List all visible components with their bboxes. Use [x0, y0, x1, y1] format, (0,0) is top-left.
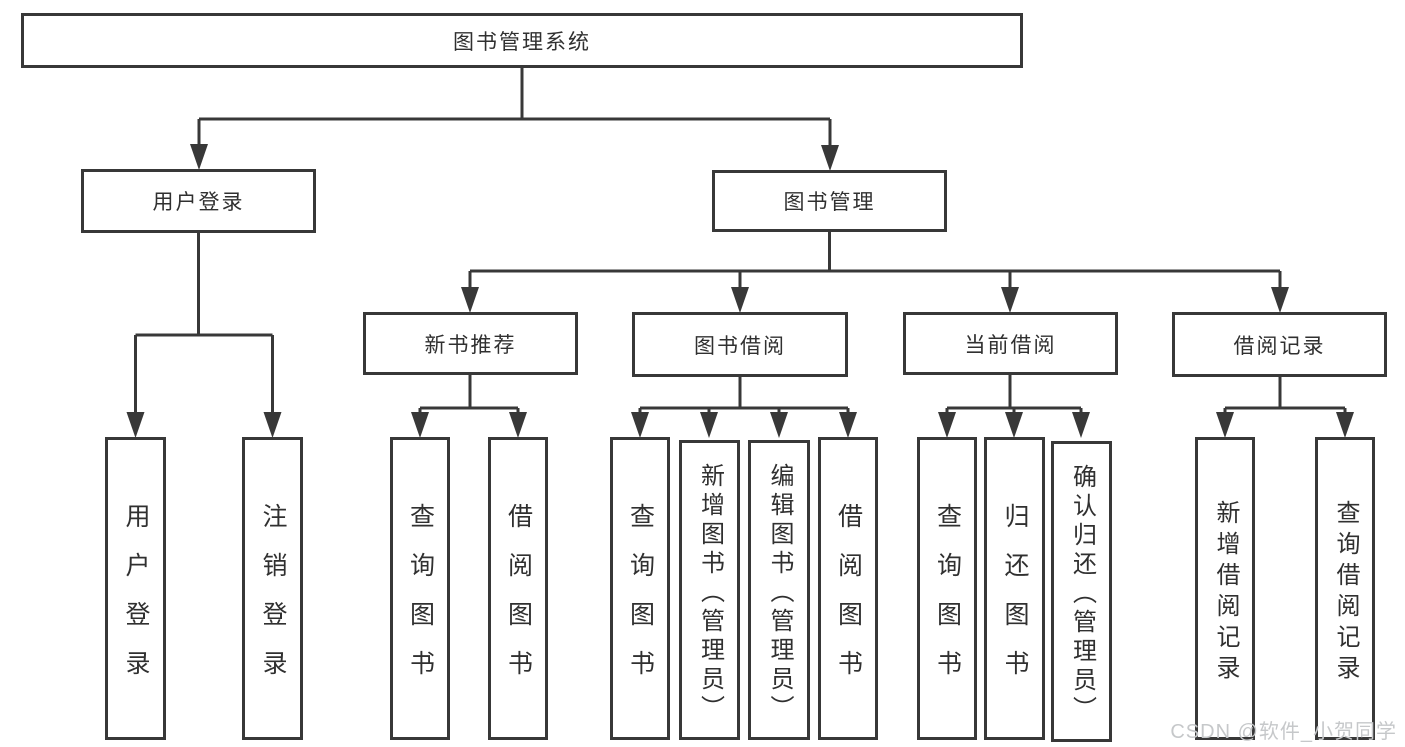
- arrowheads: [126, 144, 1354, 438]
- leaf-bb-query-books-label: 查询图书: [626, 502, 655, 699]
- arrow-icon: [1216, 412, 1234, 438]
- leaf-user-login-label: 用户登录: [122, 502, 150, 699]
- arrow-icon: [1001, 287, 1019, 313]
- arrow-icon: [190, 144, 208, 170]
- leaf-cb-confirm-return-label: 确认归还（管理员）: [1068, 464, 1096, 725]
- arrow-icon: [938, 412, 956, 438]
- leaf-bb-edit-books-label: 编辑图书（管理员）: [766, 462, 793, 724]
- leaf-nb-borrow-books-label: 借阅图书: [504, 502, 533, 699]
- arrow-icon: [1271, 287, 1289, 313]
- leaf-nb-borrow-books: 借阅图书: [488, 437, 548, 740]
- node-borrow-records: 借阅记录: [1172, 312, 1387, 377]
- arrow-icon: [126, 412, 145, 438]
- leaf-br-add-record: 新增借阅记录: [1195, 437, 1255, 740]
- node-user-login: 用户登录: [81, 169, 316, 233]
- leaf-bb-add-books: 新增图书（管理员）: [679, 440, 740, 740]
- node-root: 图书管理系统: [21, 13, 1023, 68]
- leaf-cb-confirm-return: 确认归还（管理员）: [1051, 441, 1112, 742]
- leaf-br-query-record: 查询借阅记录: [1315, 437, 1375, 740]
- leaf-cb-query-books: 查询图书: [917, 437, 977, 740]
- leaf-cb-return-books-label: 归还图书: [1001, 502, 1029, 699]
- leaf-br-query-record-label: 查询借阅记录: [1332, 499, 1359, 686]
- node-new-book-recommend: 新书推荐: [363, 312, 578, 375]
- leaf-bb-borrow-books-label: 借阅图书: [834, 502, 863, 699]
- arrow-icon: [509, 412, 527, 438]
- node-user-login-label: 用户登录: [152, 191, 245, 214]
- leaf-bb-edit-books: 编辑图书（管理员）: [748, 440, 810, 740]
- node-book-management: 图书管理: [712, 170, 947, 232]
- node-book-management-label: 图书管理: [783, 191, 876, 214]
- node-root-label: 图书管理系统: [453, 30, 591, 54]
- leaf-nb-query-books: 查询图书: [390, 437, 450, 740]
- node-current-borrow: 当前借阅: [903, 312, 1118, 375]
- watermark-text: CSDN @软件_小贺同学: [1170, 721, 1397, 743]
- arrow-icon: [1072, 412, 1090, 438]
- leaf-user-login: 用户登录: [105, 437, 166, 740]
- arrow-icon: [411, 412, 429, 438]
- leaf-logout: 注销登录: [242, 437, 303, 740]
- leaf-br-add-record-label: 新增借阅记录: [1212, 499, 1239, 686]
- arrow-icon: [821, 145, 839, 171]
- leaf-logout-label: 注销登录: [259, 502, 287, 699]
- leaf-bb-add-books-label: 新增图书（管理员）: [696, 462, 724, 724]
- node-new-book-recommend-label: 新书推荐: [424, 333, 517, 357]
- leaf-nb-query-books-label: 查询图书: [406, 502, 435, 699]
- arrow-icon: [839, 412, 857, 438]
- arrow-icon: [1005, 412, 1023, 438]
- leaf-bb-query-books: 查询图书: [610, 437, 670, 740]
- node-current-borrow-label: 当前借阅: [964, 333, 1057, 357]
- node-book-borrow: 图书借阅: [632, 312, 848, 377]
- arrow-icon: [263, 412, 282, 438]
- arrow-icon: [700, 412, 718, 438]
- leaf-cb-query-books-label: 查询图书: [933, 502, 962, 699]
- arrow-icon: [731, 287, 749, 313]
- arrow-icon: [1336, 412, 1354, 438]
- leaf-cb-return-books: 归还图书: [984, 437, 1045, 740]
- arrow-icon: [770, 412, 788, 438]
- node-borrow-records-label: 借阅记录: [1233, 334, 1326, 358]
- arrow-icon: [631, 412, 649, 438]
- leaf-bb-borrow-books: 借阅图书: [818, 437, 878, 740]
- arrow-icon: [461, 287, 479, 313]
- node-book-borrow-label: 图书借阅: [694, 334, 786, 358]
